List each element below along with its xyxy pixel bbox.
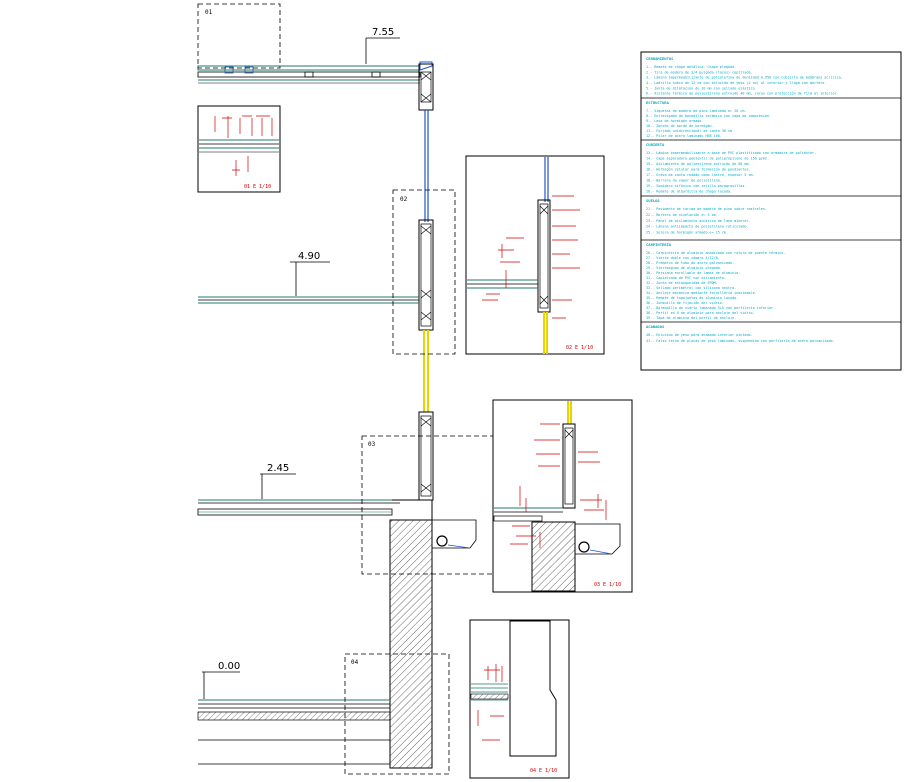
level-mark-755: 7.55 bbox=[365, 27, 400, 64]
legend-item: 35.- Remate de tapajuntas de aluminio la… bbox=[646, 296, 738, 300]
detail-04-scale: 04 E 1/10 bbox=[530, 768, 557, 774]
middle-window-frame bbox=[418, 219, 434, 331]
legend-item: 6.- Aislante térmico de poliestireno ext… bbox=[646, 92, 839, 96]
upper-glazing bbox=[424, 110, 429, 222]
level-label-245: 2.45 bbox=[267, 463, 289, 474]
level-mark-245: 2.45 bbox=[260, 463, 296, 499]
legend-item: 36.- Junquillo de fijación del vidrio. bbox=[646, 301, 724, 305]
legend-item: 3.- Lámina impermeabilizante de poliolef… bbox=[646, 76, 843, 80]
legend-item: 26.- Carpintería de aluminio anodizado c… bbox=[646, 251, 785, 255]
callout-03-tag: 03 bbox=[368, 441, 376, 448]
legend-item: 15.- Aislamiento de poliestireno extruid… bbox=[646, 162, 751, 166]
level-label-000: 0.00 bbox=[218, 661, 240, 672]
legend-item: 31.- Capialzado de PVC con aislamiento. bbox=[646, 276, 726, 280]
callout-01: 01 bbox=[197, 3, 281, 69]
legend-item: 8.- Entrevigado de bovedilla cerámica co… bbox=[646, 114, 771, 118]
retaining-wall bbox=[389, 519, 433, 769]
legend-item: 34.- Anclaje mecánico mediante torniller… bbox=[646, 291, 757, 295]
legend-item: 27.- Vidrio doble con cámara 4/12/6. bbox=[646, 256, 720, 260]
legend-heading: CUBIERTA bbox=[646, 142, 665, 147]
level-label-490: 4.90 bbox=[298, 251, 320, 262]
drainage-trench bbox=[432, 519, 477, 549]
legend-box: CERRAMIENTOS 1.- Remate de chapa metálica… bbox=[640, 51, 902, 371]
detail-03-scale: 03 E 1/10 bbox=[594, 582, 621, 588]
legend-item: 16.- Hormigón celular para formación de … bbox=[646, 168, 751, 172]
detail-02: 02 E 1/10 bbox=[465, 155, 605, 355]
legend-item: 39.- Tapa de aluminio del perfil de ancl… bbox=[646, 316, 736, 320]
floor-slab-000 bbox=[197, 699, 391, 765]
legend-item: 9.- Losa de hormigón armado. bbox=[646, 119, 703, 123]
legend-item: 5.- Junta de dilatación de 20 mm con sel… bbox=[646, 86, 757, 90]
detail-01: 01 E 1/10 bbox=[197, 105, 281, 193]
legend-item: 22.- Mortero de nivelación e= 5 cm. bbox=[646, 213, 718, 217]
legend-item: 19.- Sumidero sifónico con rejilla parag… bbox=[646, 184, 746, 188]
detail-02-scale: 02 E 1/10 bbox=[566, 345, 593, 351]
legend-item: 33.- Sellado perimetral con silicona neu… bbox=[646, 286, 736, 290]
legend-item: 29.- Vierteaguas de aluminio plegado. bbox=[646, 266, 722, 270]
upper-window-frame bbox=[418, 63, 434, 111]
legend-item: 37.- Barandilla de vidrio laminado 5+5 c… bbox=[646, 306, 775, 310]
main-section bbox=[197, 61, 477, 769]
callout-02-tag: 02 bbox=[400, 196, 408, 203]
legend-item: 12.- Pilar de acero laminado HEB 160. bbox=[646, 134, 722, 138]
lower-window-frame bbox=[418, 411, 434, 501]
detail-01-scale: 01 E 1/10 bbox=[244, 184, 271, 190]
legend-item: 30.- Persiana enrollable de lamas de alu… bbox=[646, 271, 740, 275]
callout-04-tag: 04 bbox=[351, 659, 359, 666]
legend-item: 32.- Junta de estanqueidad de EPDM. bbox=[646, 281, 718, 285]
level-label-755: 7.55 bbox=[372, 27, 394, 38]
legend-item: 11.- Forjado unidireccional de canto 30 … bbox=[646, 129, 734, 133]
legend-item: 21.- Pavimento de tarima de madera de pi… bbox=[646, 207, 767, 211]
legend-heading: CARPINTERÍA bbox=[646, 242, 672, 247]
level-mark-000: 0.00 bbox=[202, 661, 240, 699]
legend-item: 10.- Zuncho de borde de hormigón. bbox=[646, 124, 714, 128]
legend-item: 41.- Falso techo de placas de yeso lamin… bbox=[646, 339, 835, 343]
legend-heading: ACABADOS bbox=[646, 324, 665, 329]
legend-heading: CERRAMIENTOS bbox=[646, 56, 674, 61]
detail-03: 03 E 1/10 bbox=[492, 399, 633, 593]
legend-item: 2.- Tira de madera de 3/4 pulgada (tacos… bbox=[646, 70, 753, 74]
floor-slab-490 bbox=[198, 296, 419, 304]
legend-item: 18.- Barrera de vapor de polietileno. bbox=[646, 179, 722, 183]
glass-railing bbox=[423, 330, 429, 412]
legend-item: 23.- Panel de aislamiento acústico de la… bbox=[646, 219, 751, 223]
legend-item: 38.- Perfil en U de aluminio para anclaj… bbox=[646, 311, 755, 315]
legend-item: 1.- Remate de chapa metálica. Chapa pleg… bbox=[646, 65, 736, 69]
detail-04: 04 E 1/10 bbox=[469, 619, 570, 779]
legend-item: 4.- Ladrillo hueco de 12 cm con enlucido… bbox=[646, 81, 826, 85]
legend-item: 17.- Grava de canto rodado como lastre, … bbox=[646, 173, 755, 177]
legend-item: 28.- Premarco de tubo de acero galvaniza… bbox=[646, 261, 734, 265]
floor-slab-245 bbox=[197, 499, 433, 521]
legend-item: 25.- Solera de hormigón armado e= 15 cm. bbox=[646, 231, 728, 235]
legend-item: 40.- Enlucido de yeso para acabado inter… bbox=[646, 333, 753, 337]
callout-01-tag: 01 bbox=[205, 9, 213, 16]
roof-slab bbox=[197, 61, 433, 84]
legend-item: 14.- Capa separadora geotextil de polipr… bbox=[646, 157, 769, 161]
callout-04: 04 bbox=[344, 653, 450, 775]
legend-item: 7.- Viguetas de madera de pino laminada … bbox=[646, 109, 746, 113]
legend-heading: SUELOS bbox=[646, 198, 660, 203]
level-mark-490: 4.90 bbox=[290, 251, 330, 296]
legend-item: 24.- Lámina antiimpacto de polietileno r… bbox=[646, 225, 749, 229]
legend-item: 13.- Lámina impermeabilizante a base de … bbox=[646, 151, 816, 155]
legend-heading: ESTRUCTURA bbox=[646, 100, 670, 105]
callout-02: 02 bbox=[392, 189, 456, 355]
legend-item: 20.- Remate de albardilla de chapa lacad… bbox=[646, 190, 732, 194]
